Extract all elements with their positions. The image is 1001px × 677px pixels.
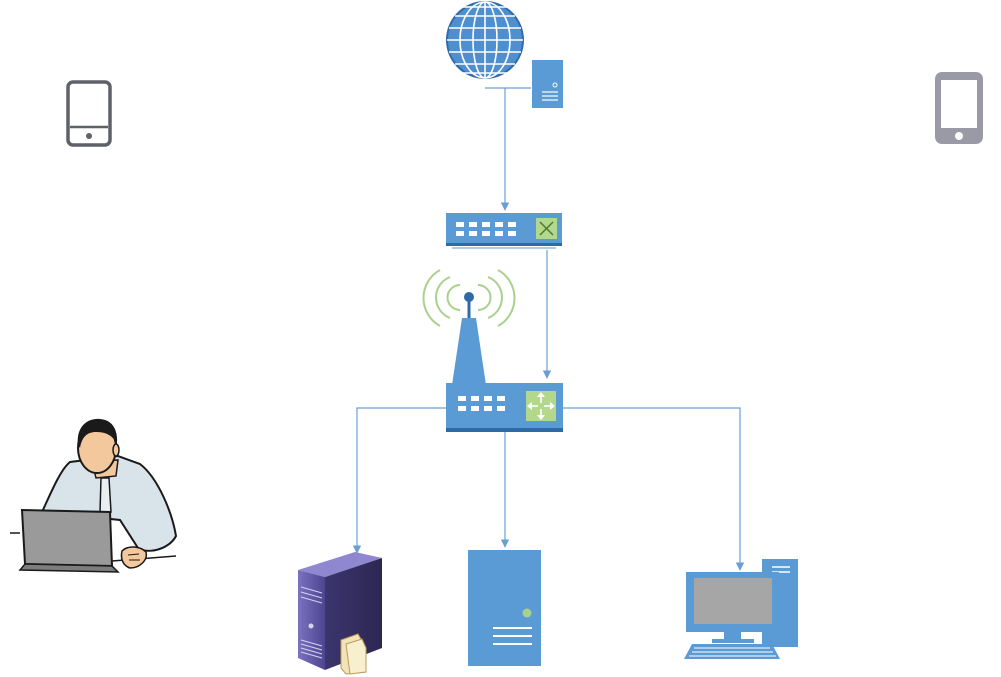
- network-switch-icon[interactable]: [446, 213, 562, 249]
- connections: [352, 87, 745, 571]
- file-server-icon[interactable]: [298, 552, 382, 675]
- wifi-signal-icon: [422, 269, 516, 327]
- smartphone-icon[interactable]: [66, 80, 112, 147]
- person-with-laptop-icon[interactable]: [10, 418, 178, 573]
- desktop-computer-icon[interactable]: [684, 559, 798, 659]
- edge-router-file-server: [352, 407, 446, 554]
- folder-icon: [340, 633, 367, 675]
- server-tower-icon[interactable]: [468, 550, 541, 666]
- globe-icon[interactable]: [446, 1, 524, 79]
- web-server-icon[interactable]: [532, 60, 563, 108]
- wireless-router-icon[interactable]: [422, 269, 563, 432]
- smartphone-icon[interactable]: [935, 72, 983, 144]
- edge-router-desktop: [563, 407, 745, 571]
